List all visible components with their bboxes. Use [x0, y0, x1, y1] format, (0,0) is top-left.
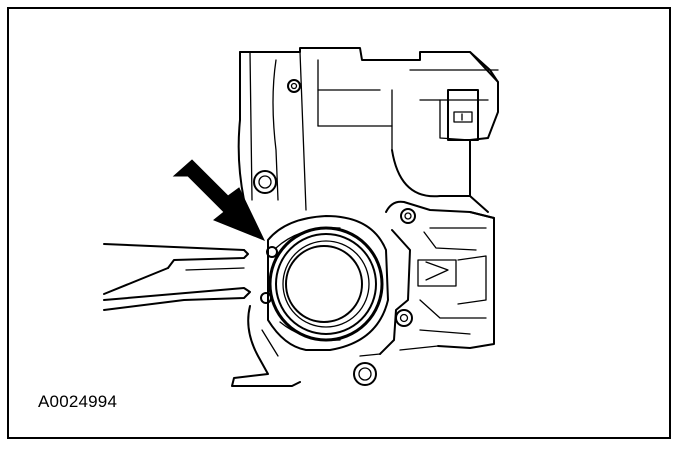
seal-remover-tool: [103, 243, 278, 311]
figure-id-label: A0024994: [38, 392, 118, 411]
lower-block-outline: [231, 305, 381, 387]
bracket-tabs: [447, 89, 479, 141]
side-housing: [379, 200, 495, 355]
crankshaft-seal: [267, 215, 389, 351]
direction-arrow: [172, 159, 266, 241]
figure-frame: [7, 7, 671, 439]
